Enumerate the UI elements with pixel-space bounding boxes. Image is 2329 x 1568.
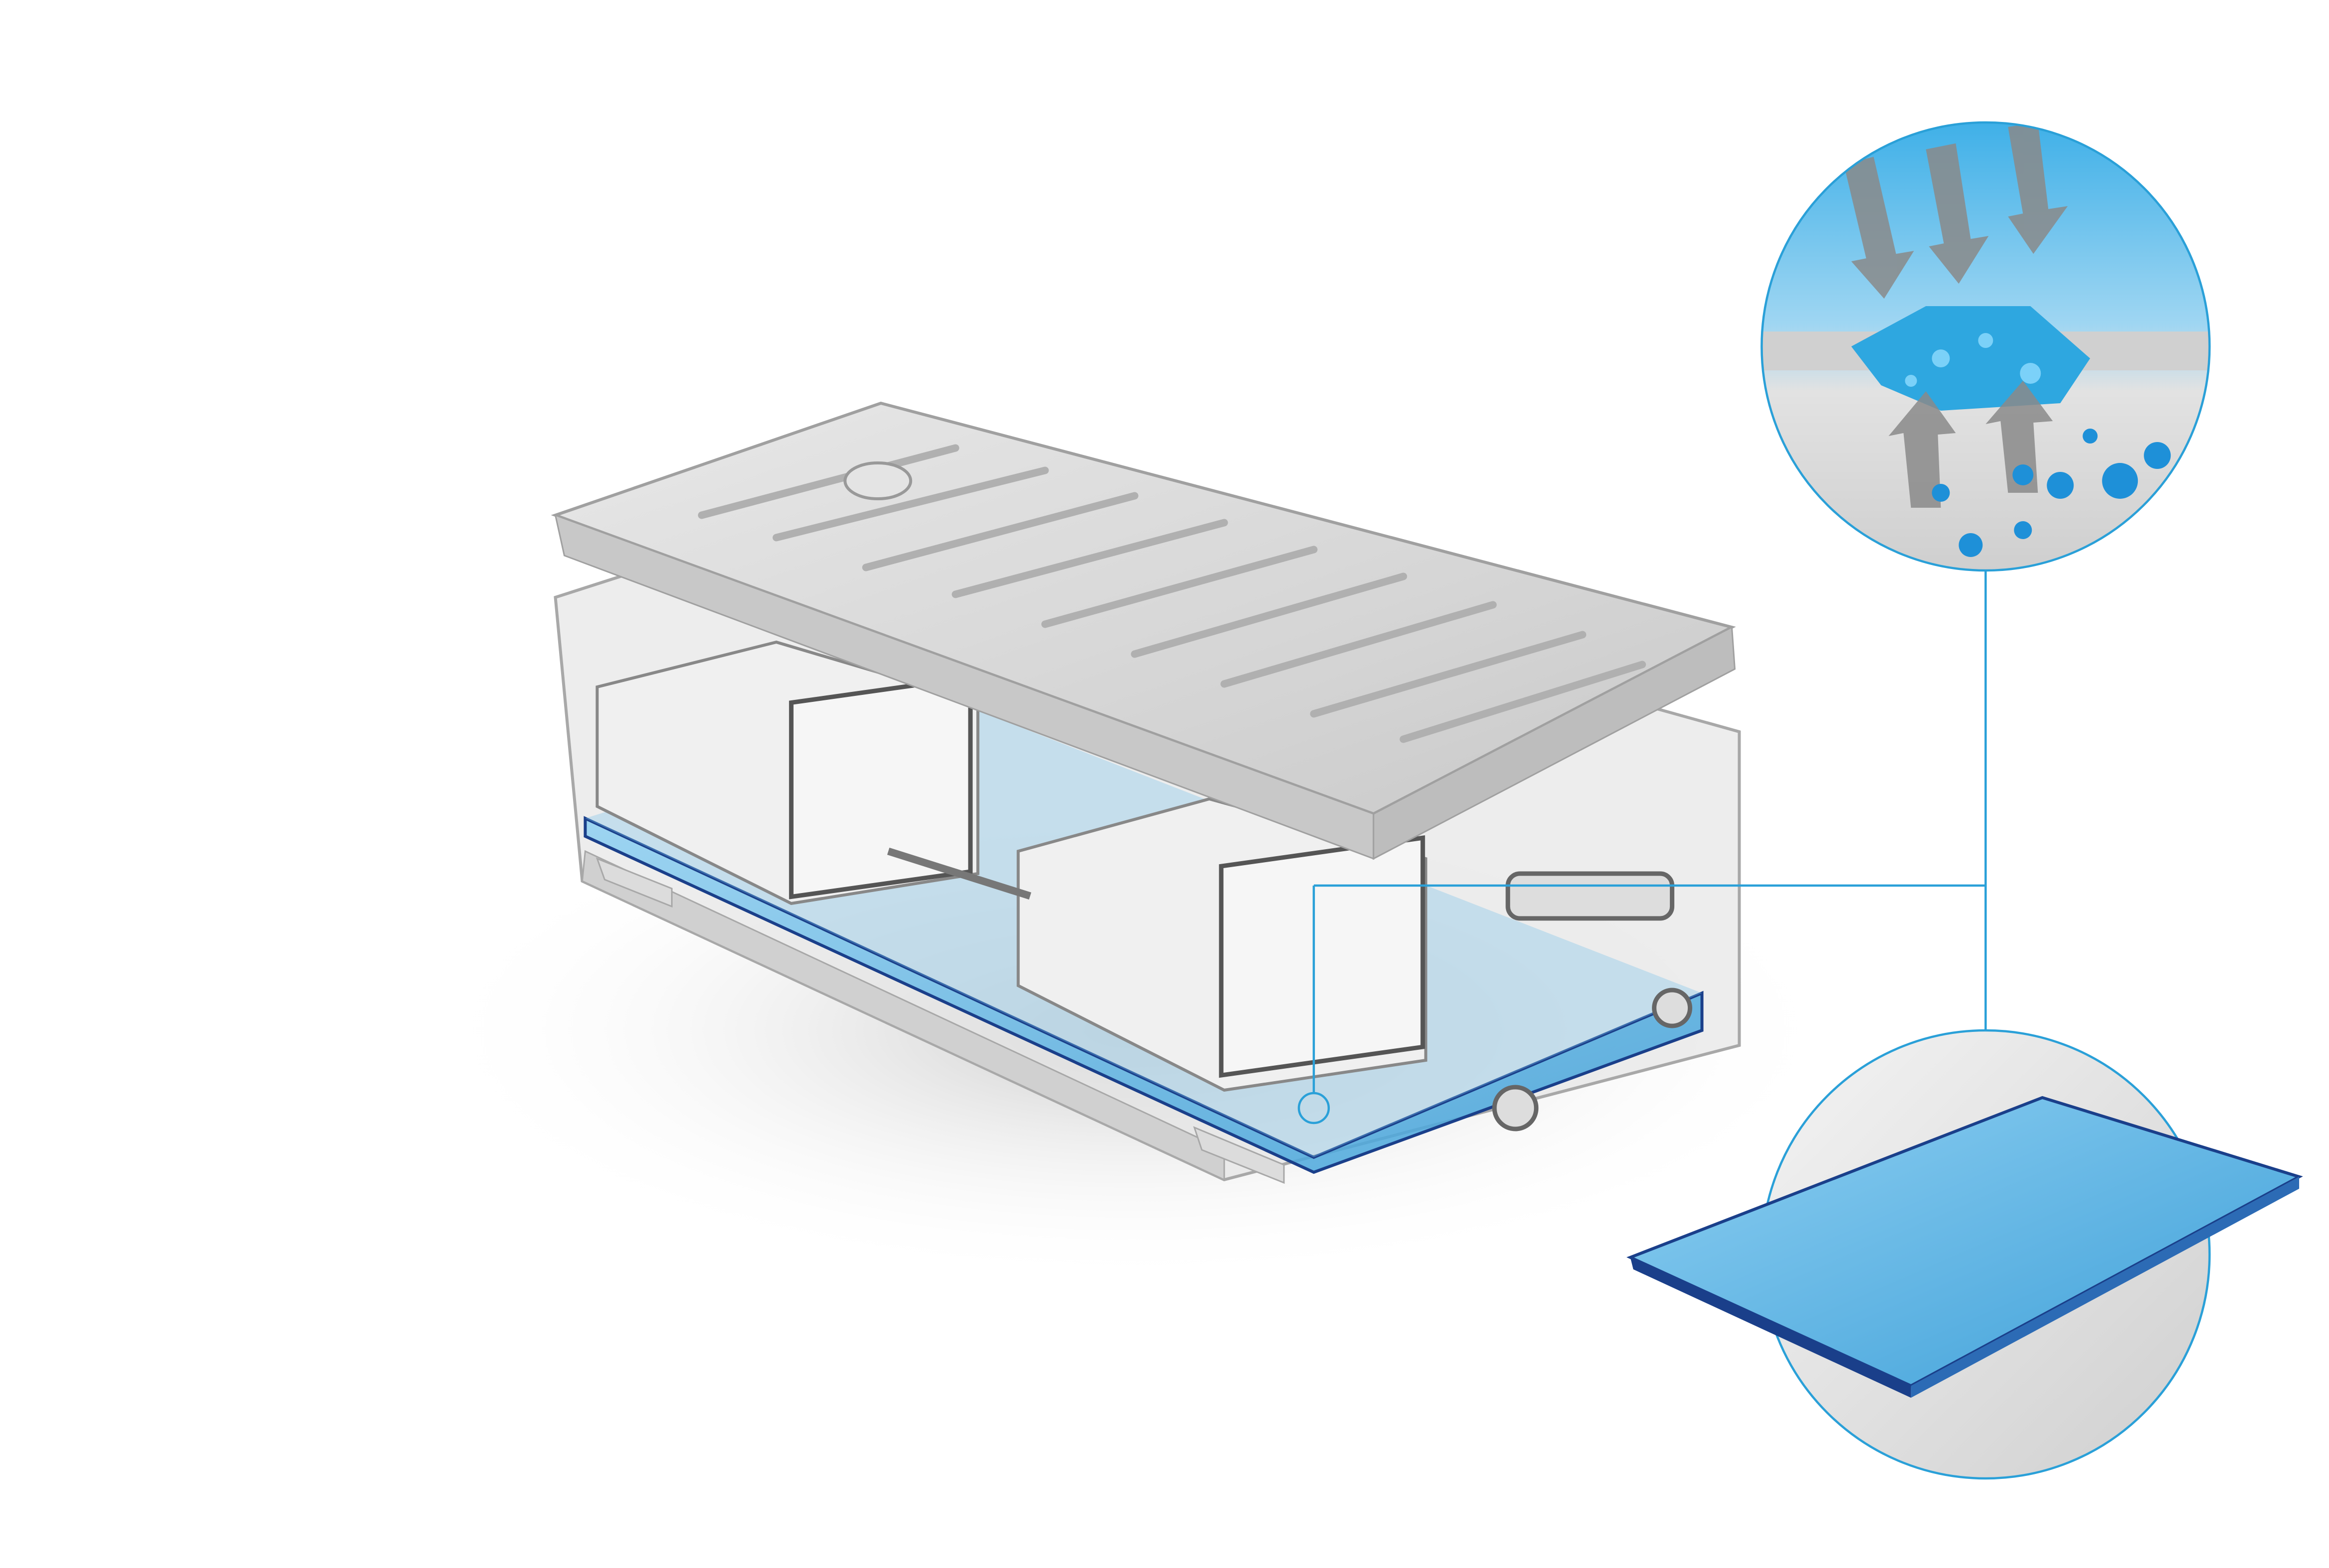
absorption-detail-frame [1760,121,2211,572]
pad-detail-callout [1626,1029,2303,1480]
absorbent-pad [1626,1096,2303,1388]
housing-lid [551,401,1736,860]
battery-module-left [595,640,980,905]
absorbed-droplets [1905,333,2041,387]
vent-cap [843,461,913,500]
arrow-icons [1844,122,2068,508]
absorbent-pad-installed [583,816,1704,1174]
water-droplets [1932,429,2171,557]
busbar-rod [887,847,1032,900]
absorption-detail-callout [1761,122,2210,570]
battery-module-right [1017,797,1427,1092]
callout-lines [1297,570,1987,1124]
